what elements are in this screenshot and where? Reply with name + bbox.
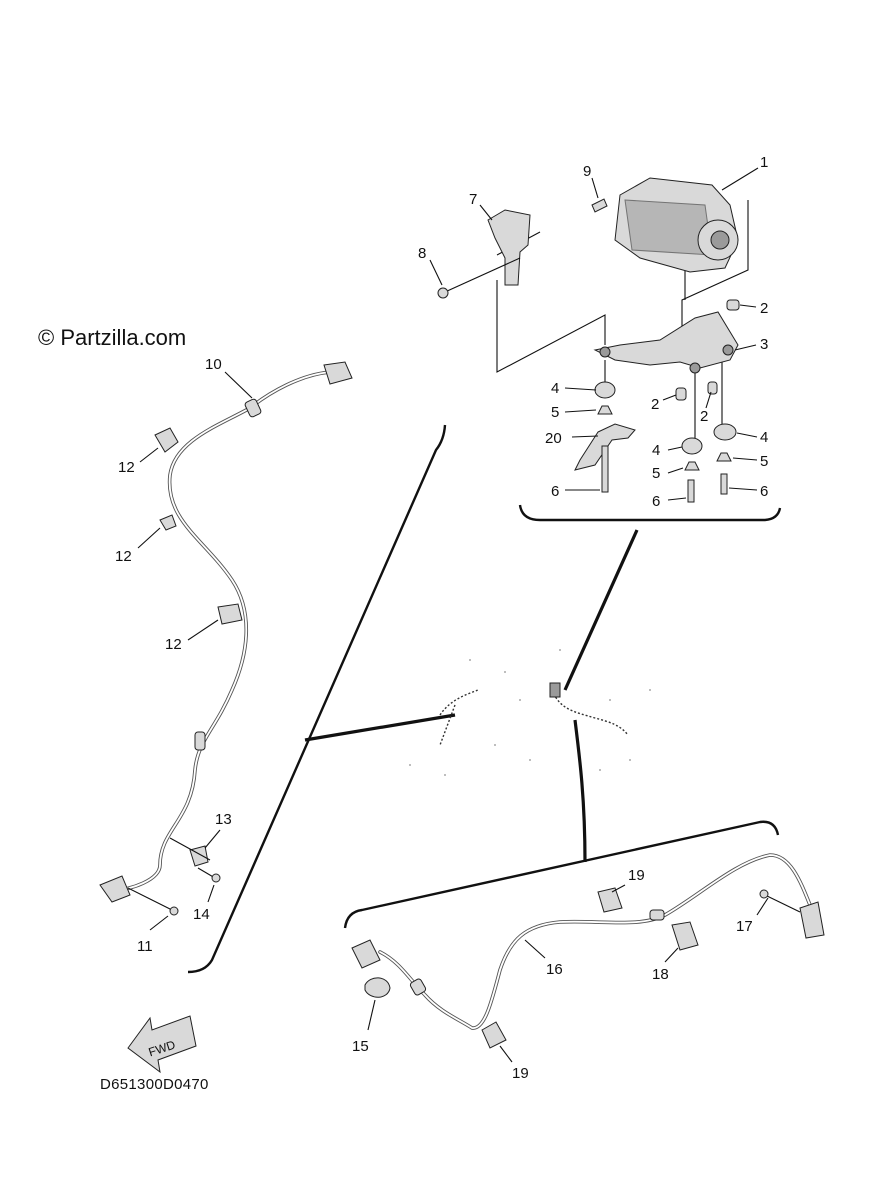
callout-1: 1 [760, 154, 768, 171]
callout-18: 18 [652, 966, 669, 983]
callout-2c: 2 [700, 408, 708, 425]
callout-4b: 4 [652, 442, 660, 459]
bolt-6a [601, 445, 609, 493]
callout-11: 11 [137, 938, 153, 955]
clamp-19a [597, 887, 623, 913]
collar-5c [716, 452, 732, 462]
front-sensor-group [99, 361, 447, 974]
callout-4c: 4 [760, 429, 768, 446]
clamp-12c [217, 603, 243, 625]
fwd-arrow-icon: FWD [127, 1015, 197, 1074]
callout-13: 13 [215, 811, 232, 828]
callout-2b: 2 [651, 396, 659, 413]
assembly-link-lines [304, 529, 639, 863]
bolt-8 [437, 257, 521, 299]
clamp-13 [189, 845, 209, 867]
collar-2c [707, 381, 718, 395]
rear-sensor-group [343, 820, 825, 1063]
bracket-7 [487, 209, 531, 286]
callout-6b: 6 [652, 493, 660, 510]
collar-5b [684, 461, 700, 471]
collar-2a [726, 299, 740, 311]
clamp-15 [364, 977, 391, 998]
callout-14: 14 [193, 906, 210, 923]
callout-12b: 12 [115, 548, 132, 565]
callout-6c: 6 [760, 483, 768, 500]
diagram-code: D651300D0470 [100, 1076, 209, 1093]
callout-9: 9 [583, 163, 591, 180]
grommet-4c [713, 423, 737, 441]
callout-7: 7 [469, 191, 477, 208]
clamp-12b [159, 514, 177, 531]
sensor-17 [799, 901, 825, 939]
grommet-4b [681, 437, 703, 455]
callout-19b: 19 [512, 1065, 529, 1082]
callout-16: 16 [546, 961, 563, 978]
copyright-text: © Partzilla.com [38, 325, 187, 350]
collar-2b [675, 387, 687, 401]
clamp-19b [481, 1021, 507, 1049]
callout-20: 20 [545, 430, 562, 447]
callout-5a: 5 [551, 404, 559, 421]
connector-10 [323, 361, 353, 385]
harness-sketch [409, 649, 651, 776]
grommet-4a [594, 381, 616, 399]
callout-12c: 12 [165, 636, 182, 653]
callout-6a: 6 [551, 483, 559, 500]
screw-9 [591, 198, 608, 213]
bracket-3 [593, 311, 739, 369]
callout-5c: 5 [760, 453, 768, 470]
sensor-11 [99, 875, 131, 903]
callout-17: 17 [736, 918, 753, 935]
abs-unit-group [429, 167, 782, 522]
callout-4a: 4 [551, 380, 559, 397]
callout-19a: 19 [628, 867, 645, 884]
callout-labels: 1 9 7 8 2 3 4 2 2 5 20 4 4 5 5 6 6 6 10 … [115, 154, 768, 1082]
grommet-18 [671, 921, 699, 951]
bolt-6c [720, 473, 728, 495]
callout-10: 10 [205, 356, 222, 373]
callout-8: 8 [418, 245, 426, 262]
callout-12a: 12 [118, 459, 135, 476]
abs-hydraulic-unit [614, 177, 739, 273]
callout-3: 3 [760, 336, 768, 353]
callout-15: 15 [352, 1038, 369, 1055]
callout-2a: 2 [760, 300, 768, 317]
callout-5b: 5 [652, 465, 660, 482]
clamp-12a [154, 427, 179, 453]
collar-5a [597, 405, 613, 415]
abs-group-frame [518, 504, 782, 522]
bolt-6b [687, 479, 695, 503]
connector-16 [351, 939, 381, 969]
